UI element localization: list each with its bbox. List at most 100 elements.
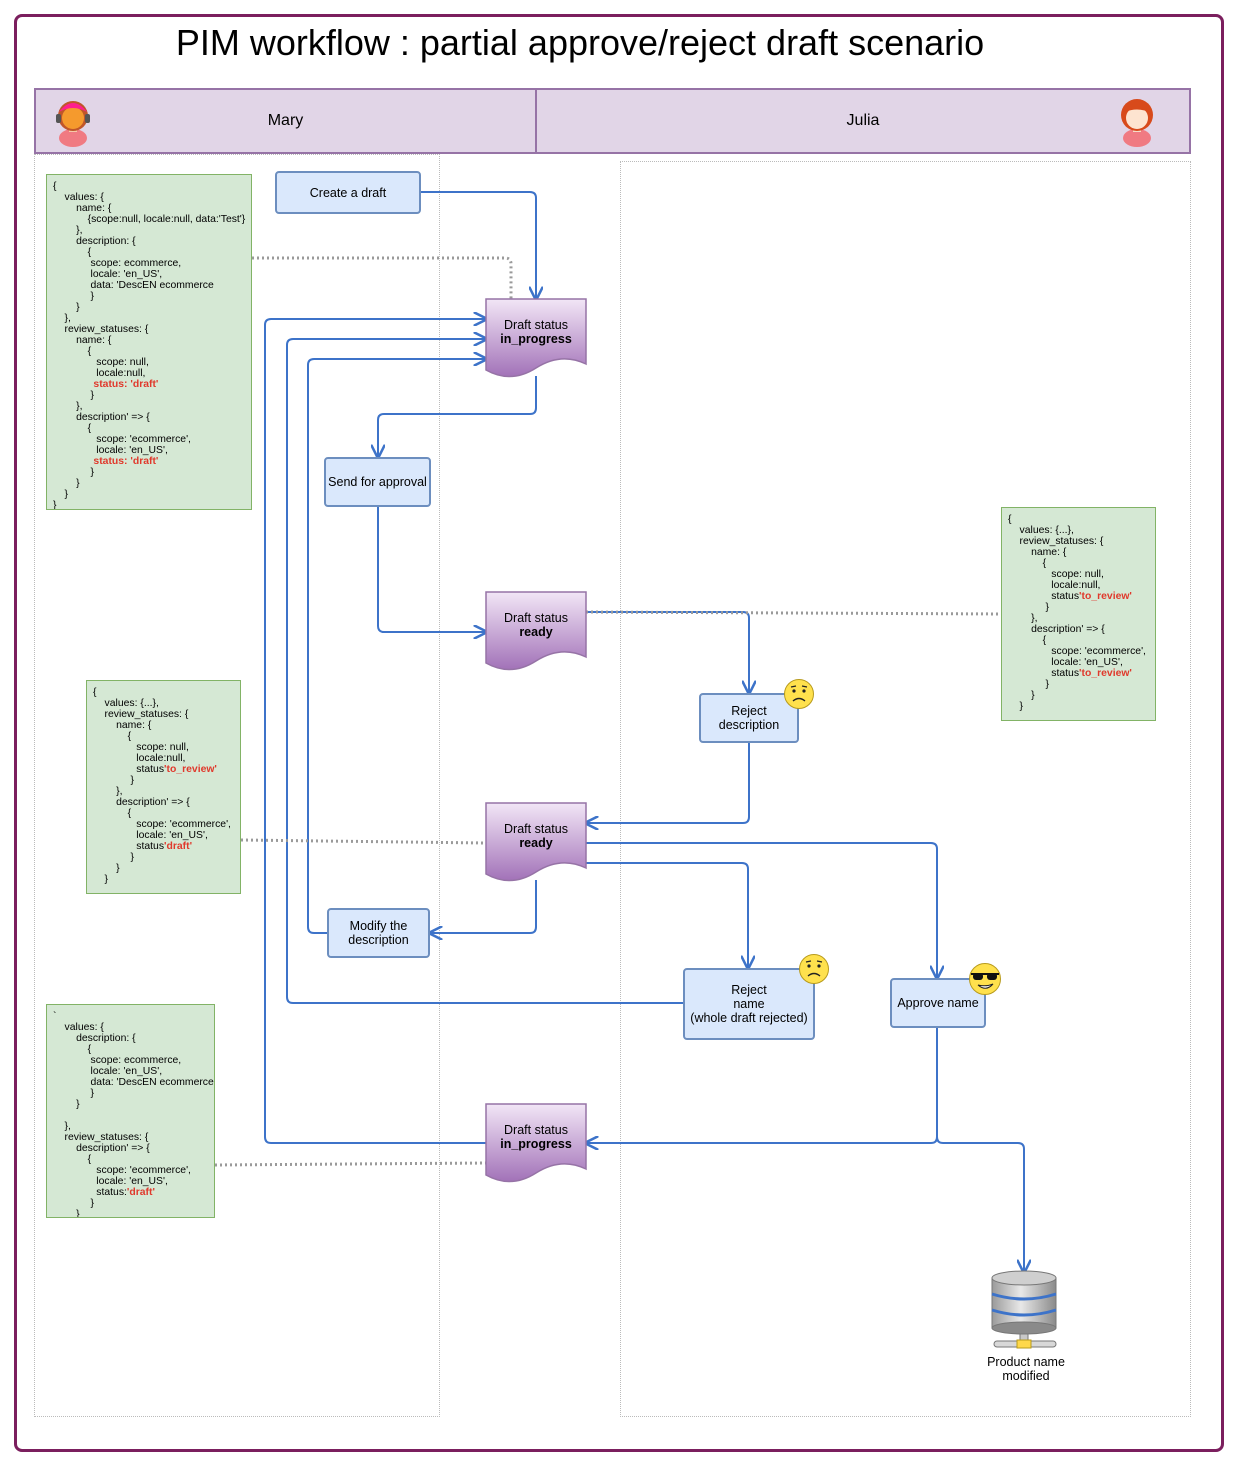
note-status-value: status: 'draft' xyxy=(93,379,159,390)
note-line: description: { xyxy=(53,1033,208,1044)
approve-name-step[interactable]: Approve name xyxy=(890,978,986,1028)
note-line: description' => { xyxy=(1008,624,1149,635)
note-line: values: {...}, xyxy=(1008,525,1149,536)
lane-header-julia: Julia xyxy=(535,88,1191,154)
note-text: name: { xyxy=(93,720,152,731)
note-line: scope: null, xyxy=(53,357,245,368)
reject-name-step[interactable]: Reject name (whole draft rejected) xyxy=(683,968,815,1040)
lane-label-mary: Mary xyxy=(267,112,304,129)
note-line: }, xyxy=(1008,613,1149,624)
database-label: Product name modified xyxy=(987,1355,1065,1383)
note-text: }, xyxy=(53,401,83,412)
note-text: name: { xyxy=(53,335,112,346)
note-line: } xyxy=(53,390,245,401)
note-text: locale: 'en_US', xyxy=(1008,657,1123,668)
send-for-approval-step[interactable]: Send for approval xyxy=(324,457,431,507)
note-line: } xyxy=(1008,690,1149,701)
note-text: }, xyxy=(53,225,83,236)
document-shape xyxy=(485,802,587,882)
note-line: description' => { xyxy=(93,797,234,808)
note-line: locale:null, xyxy=(93,753,234,764)
note-text: values: { xyxy=(53,1022,104,1033)
note-line: locale: 'en_US', xyxy=(53,445,245,456)
note-text: { xyxy=(1008,635,1047,646)
note-text: status: xyxy=(53,1187,127,1198)
note-line: } xyxy=(1008,602,1149,613)
note-line: review_statuses: { xyxy=(93,709,234,720)
dotted-link-note2 xyxy=(585,610,1002,616)
note-text: scope: 'ecommerce', xyxy=(53,434,191,445)
note-text: { xyxy=(1008,558,1047,569)
modify-description-step[interactable]: Modify the description xyxy=(327,908,430,958)
note-status-value: 'to_review' xyxy=(1079,668,1132,679)
note-line: scope: 'ecommerce', xyxy=(93,819,234,830)
draft-status-ready-after-reject-document: Draft status ready xyxy=(485,802,587,884)
note-line: review_statuses: { xyxy=(1008,536,1149,547)
note-line: status'to_review' xyxy=(1008,668,1149,679)
note-text: scope: ecommerce, xyxy=(53,258,182,269)
note-text: status xyxy=(93,764,165,775)
note-line: status'to_review' xyxy=(1008,591,1149,602)
worried-face-icon xyxy=(799,954,829,984)
note-text: { xyxy=(53,346,92,357)
note-text: { xyxy=(93,808,132,819)
note-line: name: { xyxy=(53,335,245,346)
note-text: scope: null, xyxy=(93,742,189,753)
arrow-inprogress-to-send xyxy=(378,376,537,457)
note-text: { xyxy=(93,731,132,742)
note-text: } xyxy=(53,1099,80,1110)
note-line: { xyxy=(53,247,245,258)
note-line: name: { xyxy=(93,720,234,731)
note-line: scope: 'ecommerce', xyxy=(53,434,245,445)
note-line: } xyxy=(93,775,234,786)
note-text: locale:null, xyxy=(93,753,186,764)
note-line: } xyxy=(1008,701,1149,712)
note-text: locale: 'en_US', xyxy=(53,1176,168,1187)
note-text: locale: 'en_US', xyxy=(53,1066,163,1077)
note-line: name: { xyxy=(1008,547,1149,558)
reject-description-step[interactable]: Reject description xyxy=(699,693,799,743)
create-draft-step[interactable]: Create a draft xyxy=(275,171,421,214)
note-text: } xyxy=(53,1198,94,1209)
arrow-send-to-ready xyxy=(377,507,486,632)
document-shape xyxy=(485,1103,587,1183)
dotted-link-note3 xyxy=(240,838,487,845)
note-line: }, xyxy=(53,313,245,324)
document-label-line1: Draft status xyxy=(504,1123,568,1137)
note-line: { xyxy=(53,346,245,357)
lane-body-mary xyxy=(34,154,440,1417)
note-line: { xyxy=(93,687,234,698)
note-text xyxy=(53,456,93,467)
note-line: { xyxy=(93,731,234,742)
note-text: } xyxy=(1008,701,1024,712)
json-note-to-review: { values: {...}, review_statuses: { name… xyxy=(1001,507,1156,721)
note-status-value: 'to_review' xyxy=(1079,591,1132,602)
note-text: description' => { xyxy=(93,797,190,808)
document-label-status: ready xyxy=(519,836,553,850)
note-line: scope: 'ecommerce', xyxy=(1008,646,1149,657)
note-text: }, xyxy=(53,313,71,324)
note-text: { xyxy=(53,181,57,192)
dotted-link-note1 xyxy=(252,256,513,299)
note-line: review_statuses: { xyxy=(53,1132,208,1143)
note-text: name: { xyxy=(53,203,112,214)
note-line: status'draft' xyxy=(93,841,234,852)
sunglasses-face-icon xyxy=(969,963,1001,995)
note-text: review_statuses: { xyxy=(93,709,189,720)
arrow-ready-to-approve-name xyxy=(586,842,937,978)
note-text: description: { xyxy=(53,236,136,247)
json-note-description-rejected: { values: {...}, review_statuses: { name… xyxy=(86,680,241,894)
note-text: } xyxy=(1008,679,1049,690)
note-line: locale: 'en_US', xyxy=(93,830,234,841)
arrow-reject-name-to-inprogress xyxy=(286,339,683,1004)
note-text: data: 'DescEN ecommerce xyxy=(53,280,214,291)
json-note-name-approved: ` values: { description: { { scope: ecom… xyxy=(46,1004,215,1218)
note-line: } xyxy=(53,489,245,500)
document-shape xyxy=(485,298,587,378)
note-line: { xyxy=(53,181,245,192)
document-label: Draft status ready xyxy=(485,611,587,639)
note-line: locale: 'en_US', xyxy=(53,1176,208,1187)
note-line: data: 'DescEN ecommerce xyxy=(53,1077,214,1088)
note-text: description: { xyxy=(53,1033,136,1044)
note-line: } xyxy=(53,1209,208,1217)
